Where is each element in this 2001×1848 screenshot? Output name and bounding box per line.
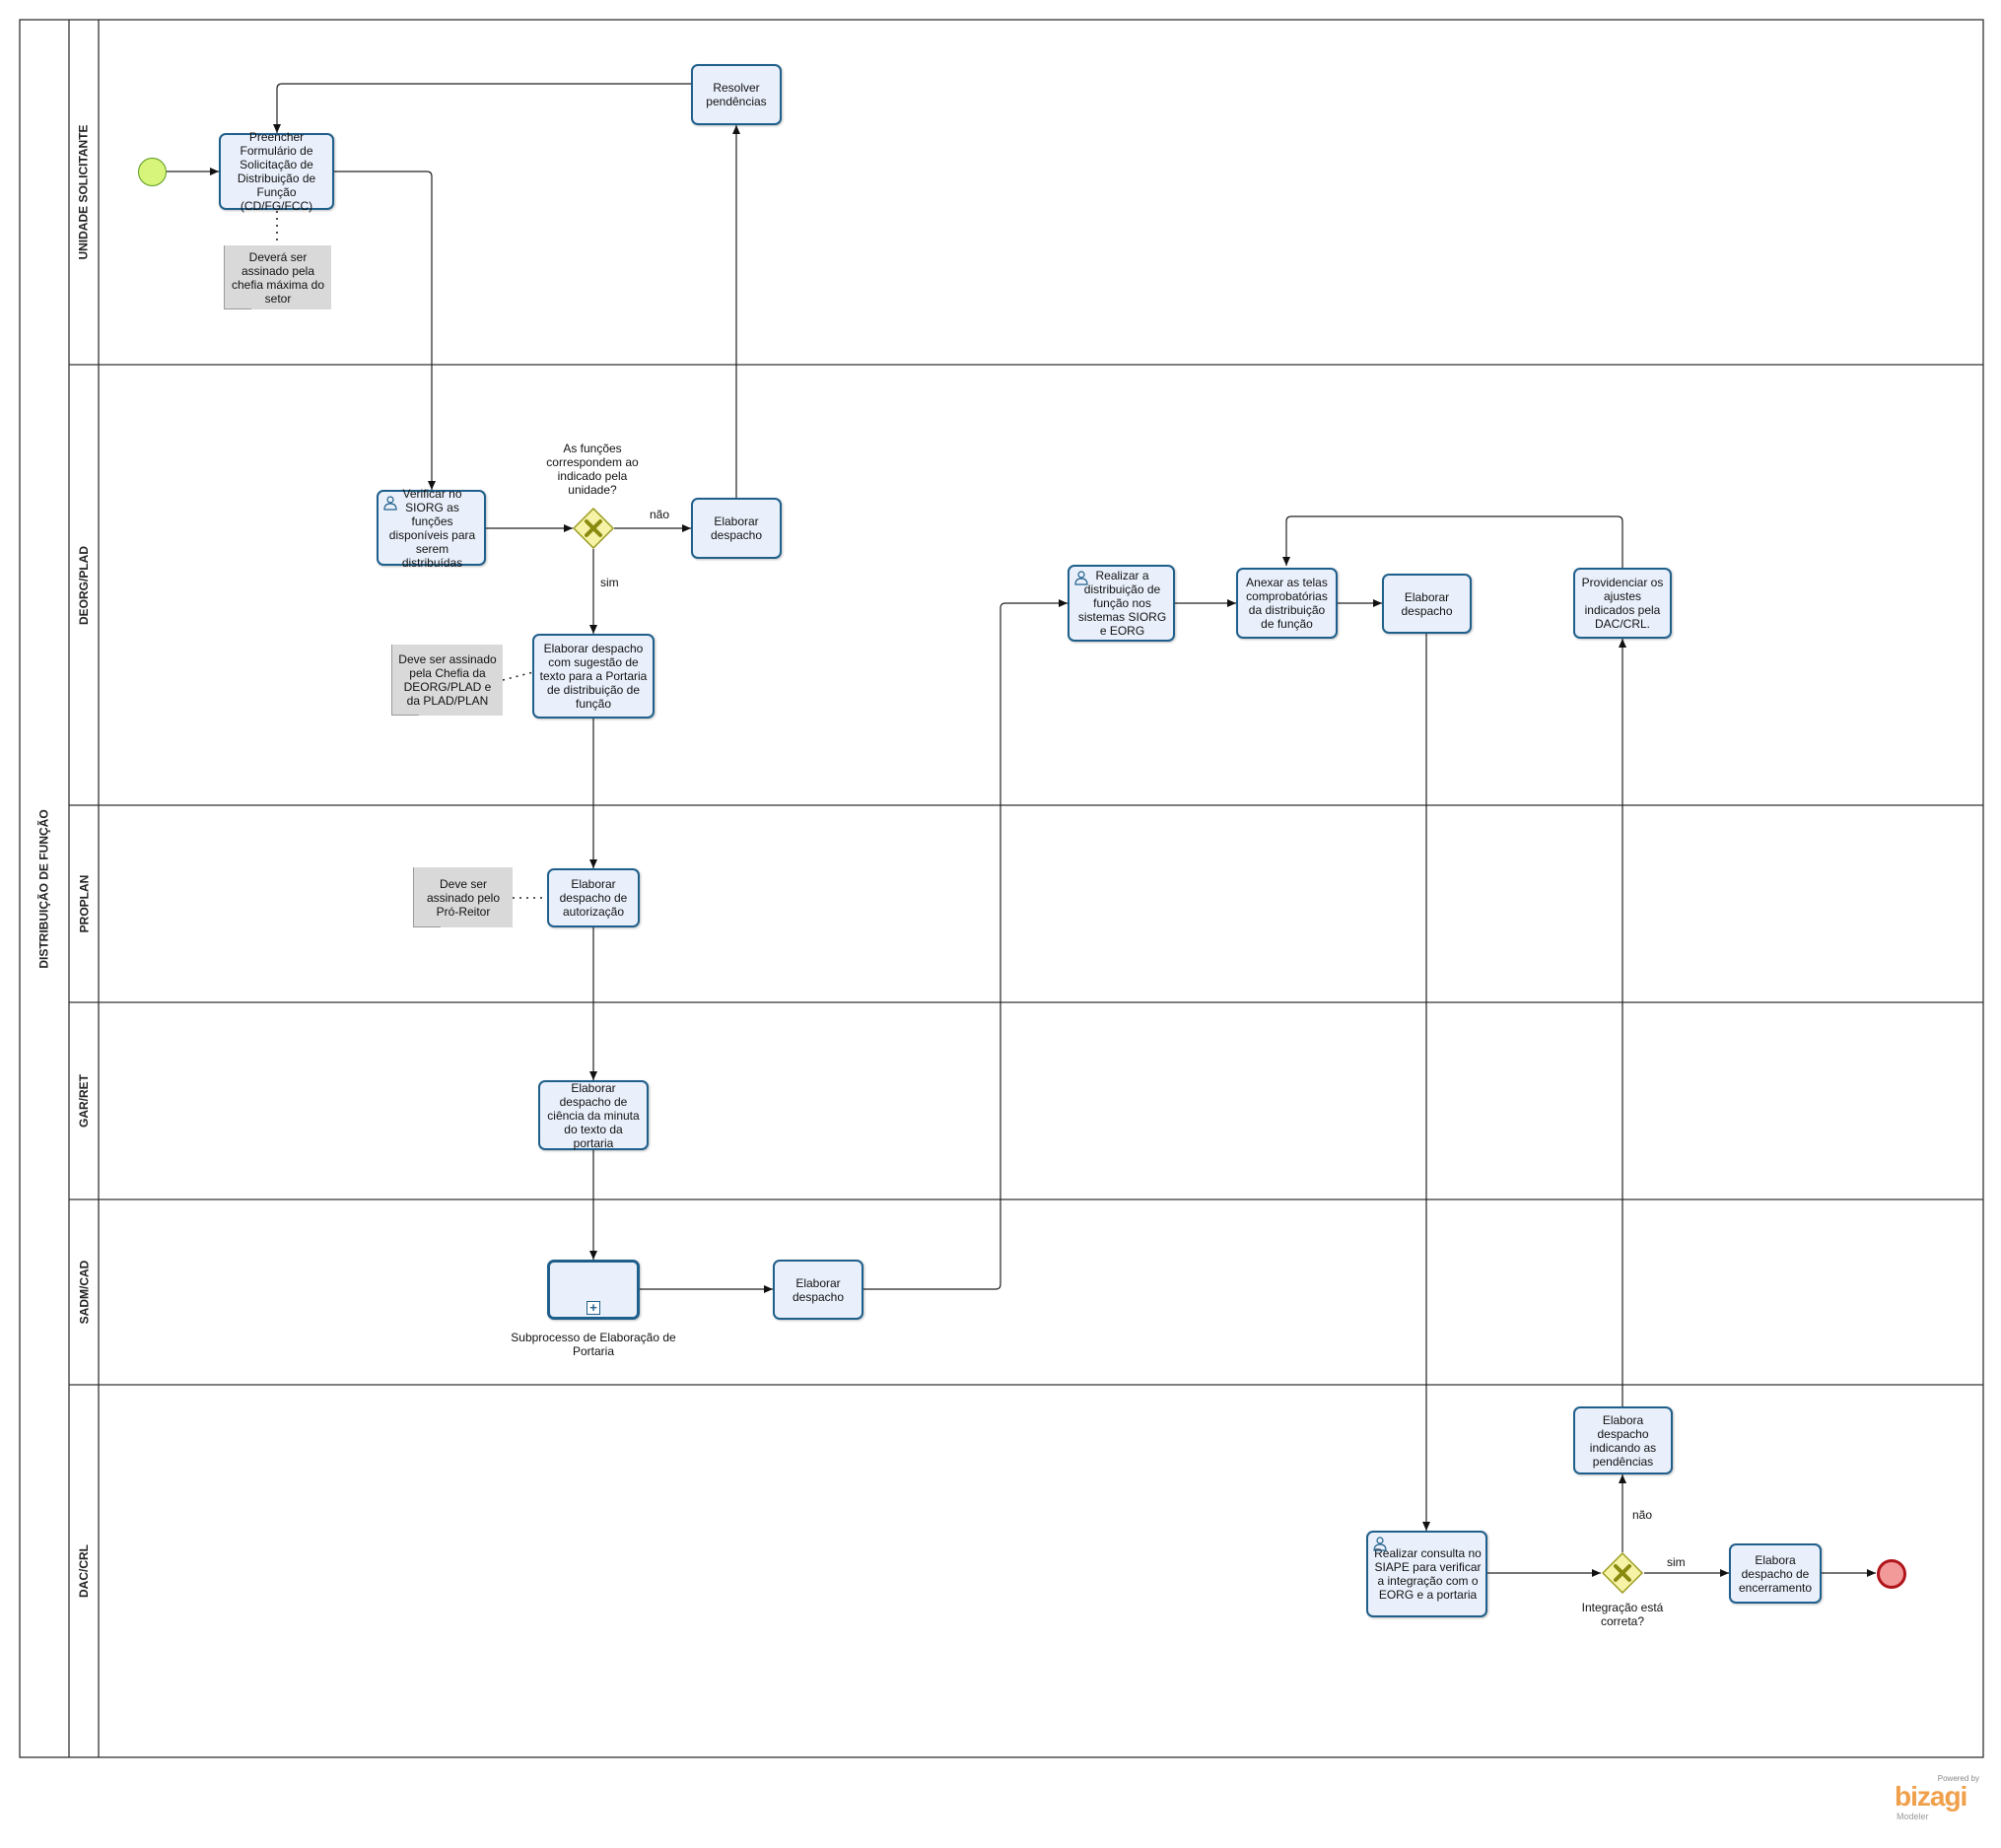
annotation-assinado-pro-reitor: Deve ser assinado pelo Pró-Reitor <box>413 867 513 927</box>
flow-label-sim-1: sim <box>600 576 619 589</box>
user-task-icon <box>1373 1537 1387 1551</box>
flow-label-nao-2: não <box>1632 1508 1653 1522</box>
annotation-assinado-chefia-deorg: Deve ser assinado pela Chefia da DEORG/P… <box>391 645 503 716</box>
task-resolver-pendencias[interactable]: Resolver pendências <box>691 64 782 125</box>
task-elabora-despacho-encerramento[interactable]: Elabora despacho de encerramento <box>1729 1543 1822 1604</box>
task-elaborar-despacho-sadm[interactable]: Elaborar despacho <box>773 1260 863 1320</box>
annotation-assinado-chefia-maxima: Deverá ser assinado pela chefia máxima d… <box>224 245 331 309</box>
gateway-label-funcoes: As funções correspondem ao indicado pela… <box>546 442 639 497</box>
subprocess-plus-icon: + <box>586 1301 600 1315</box>
flow-label-nao-1: não <box>650 508 670 521</box>
task-verificar-siorg[interactable]: Verificar no SIORG as funções disponívei… <box>377 487 486 570</box>
gateway-integracao-correta[interactable] <box>1602 1552 1643 1594</box>
task-elaborar-despacho-autorizacao[interactable]: Elaborar despacho de autorização <box>547 868 640 927</box>
gateway-label-integracao: Integração está correta? <box>1581 1601 1664 1628</box>
user-task-icon <box>383 496 397 511</box>
task-elaborar-despacho-sugestao[interactable]: Elaborar despacho com sugestão de texto … <box>532 634 655 719</box>
subprocess-label: Subprocesso de Elaboração de Portaria <box>511 1331 676 1358</box>
end-event[interactable] <box>1877 1559 1906 1589</box>
start-event[interactable] <box>138 158 167 186</box>
flow-ajustes-to-anexar <box>1282 515 1623 568</box>
bizagi-logo: Powered by bizagi Modeler <box>1895 1774 1979 1821</box>
flow-label-sim-2: sim <box>1667 1555 1686 1569</box>
flow-resolver-to-preencher <box>273 83 691 133</box>
association-a2 <box>502 671 534 681</box>
task-realizar-distribuicao[interactable]: Realizar a distribuição de função nos si… <box>1068 565 1175 642</box>
gateway-funcoes-correspondem[interactable] <box>573 508 614 549</box>
flow-despacho3-to-distribuicao <box>863 599 1068 1290</box>
task-realizar-consulta-siape[interactable]: Realizar consulta no SIAPE para verifica… <box>1366 1531 1487 1617</box>
task-anexar-telas[interactable]: Anexar as telas comprobatórias da distri… <box>1236 568 1338 639</box>
task-elaborar-despacho-ciencia[interactable]: Elaborar despacho de ciência da minuta d… <box>538 1080 649 1150</box>
task-providenciar-ajustes[interactable]: Providenciar os ajustes indicados pela D… <box>1573 568 1672 639</box>
task-elaborar-despacho-deorg[interactable]: Elaborar despacho <box>691 498 782 559</box>
task-elaborar-despacho-deorg-2[interactable]: Elaborar despacho <box>1382 574 1472 634</box>
task-preencher-formulario[interactable]: Preencher Formulário de Solicitação de D… <box>219 130 334 213</box>
user-task-icon <box>1074 571 1088 585</box>
flow-preencher-to-verificar <box>333 171 436 490</box>
task-elabora-despacho-pendencias[interactable]: Elabora despacho indicando as pendências <box>1573 1406 1673 1474</box>
subprocess-elaboracao-portaria[interactable]: + <box>547 1260 640 1320</box>
